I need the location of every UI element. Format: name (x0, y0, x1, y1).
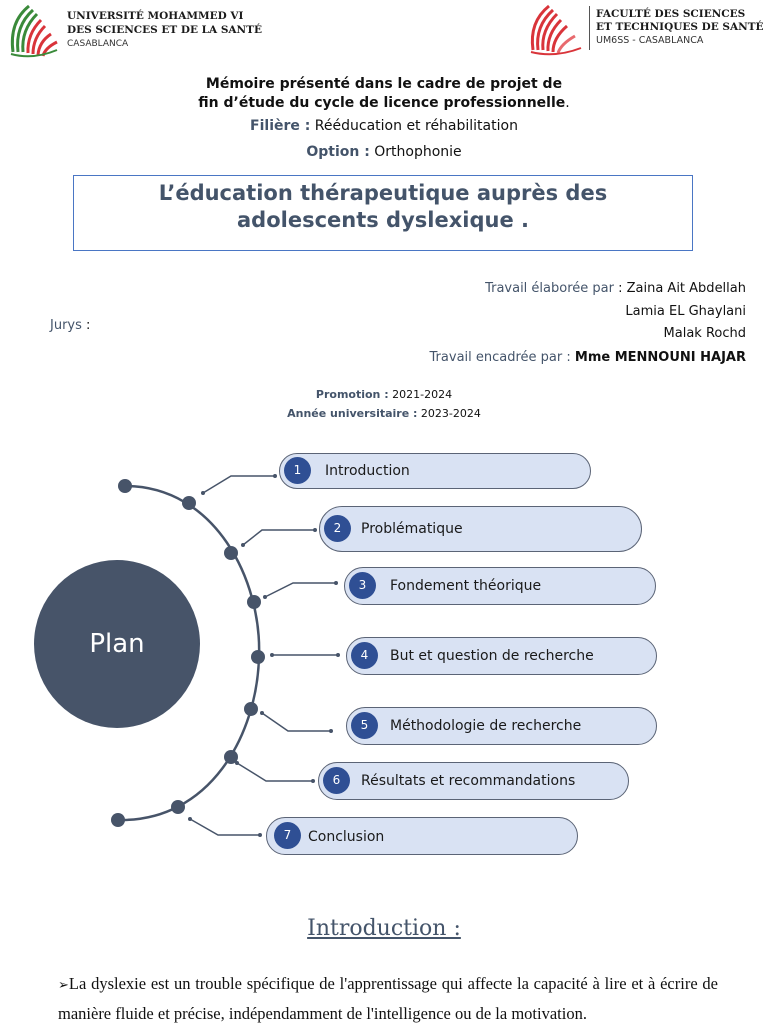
plan-item-label: But et question de recherche (390, 648, 594, 664)
authors-line: Travail élaborée par : Zaina Ait Abdella… (485, 281, 746, 296)
memoire-line2-wrap: fin d’étude du cycle de licence professi… (0, 94, 768, 113)
plan-item-methodologie: 5 Méthodologie de recherche (346, 707, 657, 745)
jurys-sep: : (81, 318, 91, 333)
plan-item-number: 2 (324, 515, 351, 542)
plan-item-but-question: 4 But et question de recherche (346, 637, 657, 675)
academic-year-line: Année universitaire : 2023-2024 (0, 407, 768, 420)
introduction-heading: Introduction : (307, 916, 461, 941)
plan-item-number: 3 (349, 572, 376, 599)
author-name: Zaina Ait Abdellah (626, 281, 746, 296)
plan-item-resultats: 6 Résultats et recommandations (318, 762, 629, 800)
memoire-end: . (565, 95, 570, 111)
plan-item-label: Introduction (325, 463, 410, 479)
plan-item-number: 7 (274, 822, 301, 849)
umss-leaf-logo-icon (10, 4, 58, 58)
authors-label: Travail élaborée par (485, 281, 614, 296)
plan-item-number: 5 (351, 712, 378, 739)
university-city: CASABLANCA (67, 39, 129, 49)
header-divider (589, 6, 590, 50)
promotion-value: 2021-2024 (388, 388, 453, 401)
thesis-title-box: L’éducation thérapeutique auprès des ado… (73, 175, 693, 251)
filiere-line: Filière : Rééducation et réhabilitation (0, 118, 768, 134)
plan-center-circle: Plan (34, 560, 200, 728)
plan-item-conclusion: 7 Conclusion (266, 817, 578, 855)
plan-item-number: 4 (351, 642, 378, 669)
plan-item-fondement-theorique: 3 Fondement théorique (344, 567, 656, 605)
faculty-line1: FACULTÉ DES SCIENCES (596, 8, 746, 20)
authors-sep: : (613, 281, 627, 296)
option-label: Option : (306, 144, 370, 160)
supervisor-line: Travail encadrée par : Mme MENNOUNI HAJA… (430, 350, 746, 365)
introduction-paragraph: ➢La dyslexie est un trouble spécifique d… (58, 970, 718, 1028)
plan-item-number: 1 (284, 457, 311, 484)
academic-year-label: Année universitaire : (287, 407, 418, 420)
plan-item-number: 6 (323, 767, 350, 794)
promotion-line: Promotion : 2021-2024 (0, 388, 768, 401)
filiere-value: Rééducation et réhabilitation (310, 118, 518, 134)
plan-item-label: Fondement théorique (390, 578, 542, 594)
arrow-bullet-icon: ➢ (58, 978, 69, 993)
option-value: Orthophonie (369, 144, 462, 160)
memoire-line1: Mémoire présenté dans le cadre de projet… (205, 76, 563, 92)
option-line: Option : Orthophonie (0, 144, 768, 160)
memoire-line2: fin d’étude du cycle de licence professi… (198, 95, 566, 111)
plan-item-label: Résultats et recommandations (361, 773, 576, 789)
university-line2: DES SCIENCES ET DE LA SANTÉ (67, 24, 262, 36)
faculty-line2: ET TECHNIQUES DE SANTÉ (596, 21, 764, 33)
introduction-text: La dyslexie est un trouble spécifique de… (58, 974, 718, 1023)
supervisor-label: Travail encadrée par : (429, 350, 575, 365)
memoire-statement: Mémoire présenté dans le cadre de projet… (0, 75, 768, 113)
author-name: Lamia EL Ghaylani (625, 304, 746, 319)
thesis-title-line1: L’éducation thérapeutique auprès des (158, 181, 608, 205)
faculty-city: UM6SS - CASABLANCA (596, 35, 704, 46)
author-name: Malak Rochd (663, 326, 746, 341)
academic-year-value: 2023-2024 (417, 407, 481, 420)
plan-connector-diagram (111, 474, 340, 837)
plan-item-introduction: 1 Introduction (279, 453, 591, 489)
university-name: UNIVERSITÉ MOHAMMED VI DES SCIENCES ET D… (67, 9, 267, 51)
plan-item-label: Conclusion (308, 829, 385, 845)
thesis-title-line2: adolescents dyslexique . (237, 208, 529, 232)
jurys-label: Jurys (50, 318, 82, 333)
supervisor-name: Mme MENNOUNI HAJAR (574, 350, 746, 365)
plan-item-label: Problématique (361, 521, 463, 537)
plan-item-problematique: 2 Problématique (319, 506, 642, 552)
filiere-label: Filière : (250, 118, 311, 134)
jurys-line: Jurys : (50, 318, 90, 333)
fsts-leaf-logo-icon (530, 4, 582, 56)
promotion-label: Promotion : (315, 388, 389, 401)
plan-item-label: Méthodologie de recherche (390, 718, 582, 734)
university-line1: UNIVERSITÉ MOHAMMED VI (67, 10, 244, 22)
faculty-name: FACULTÉ DES SCIENCES ET TECHNIQUES DE SA… (596, 8, 766, 47)
